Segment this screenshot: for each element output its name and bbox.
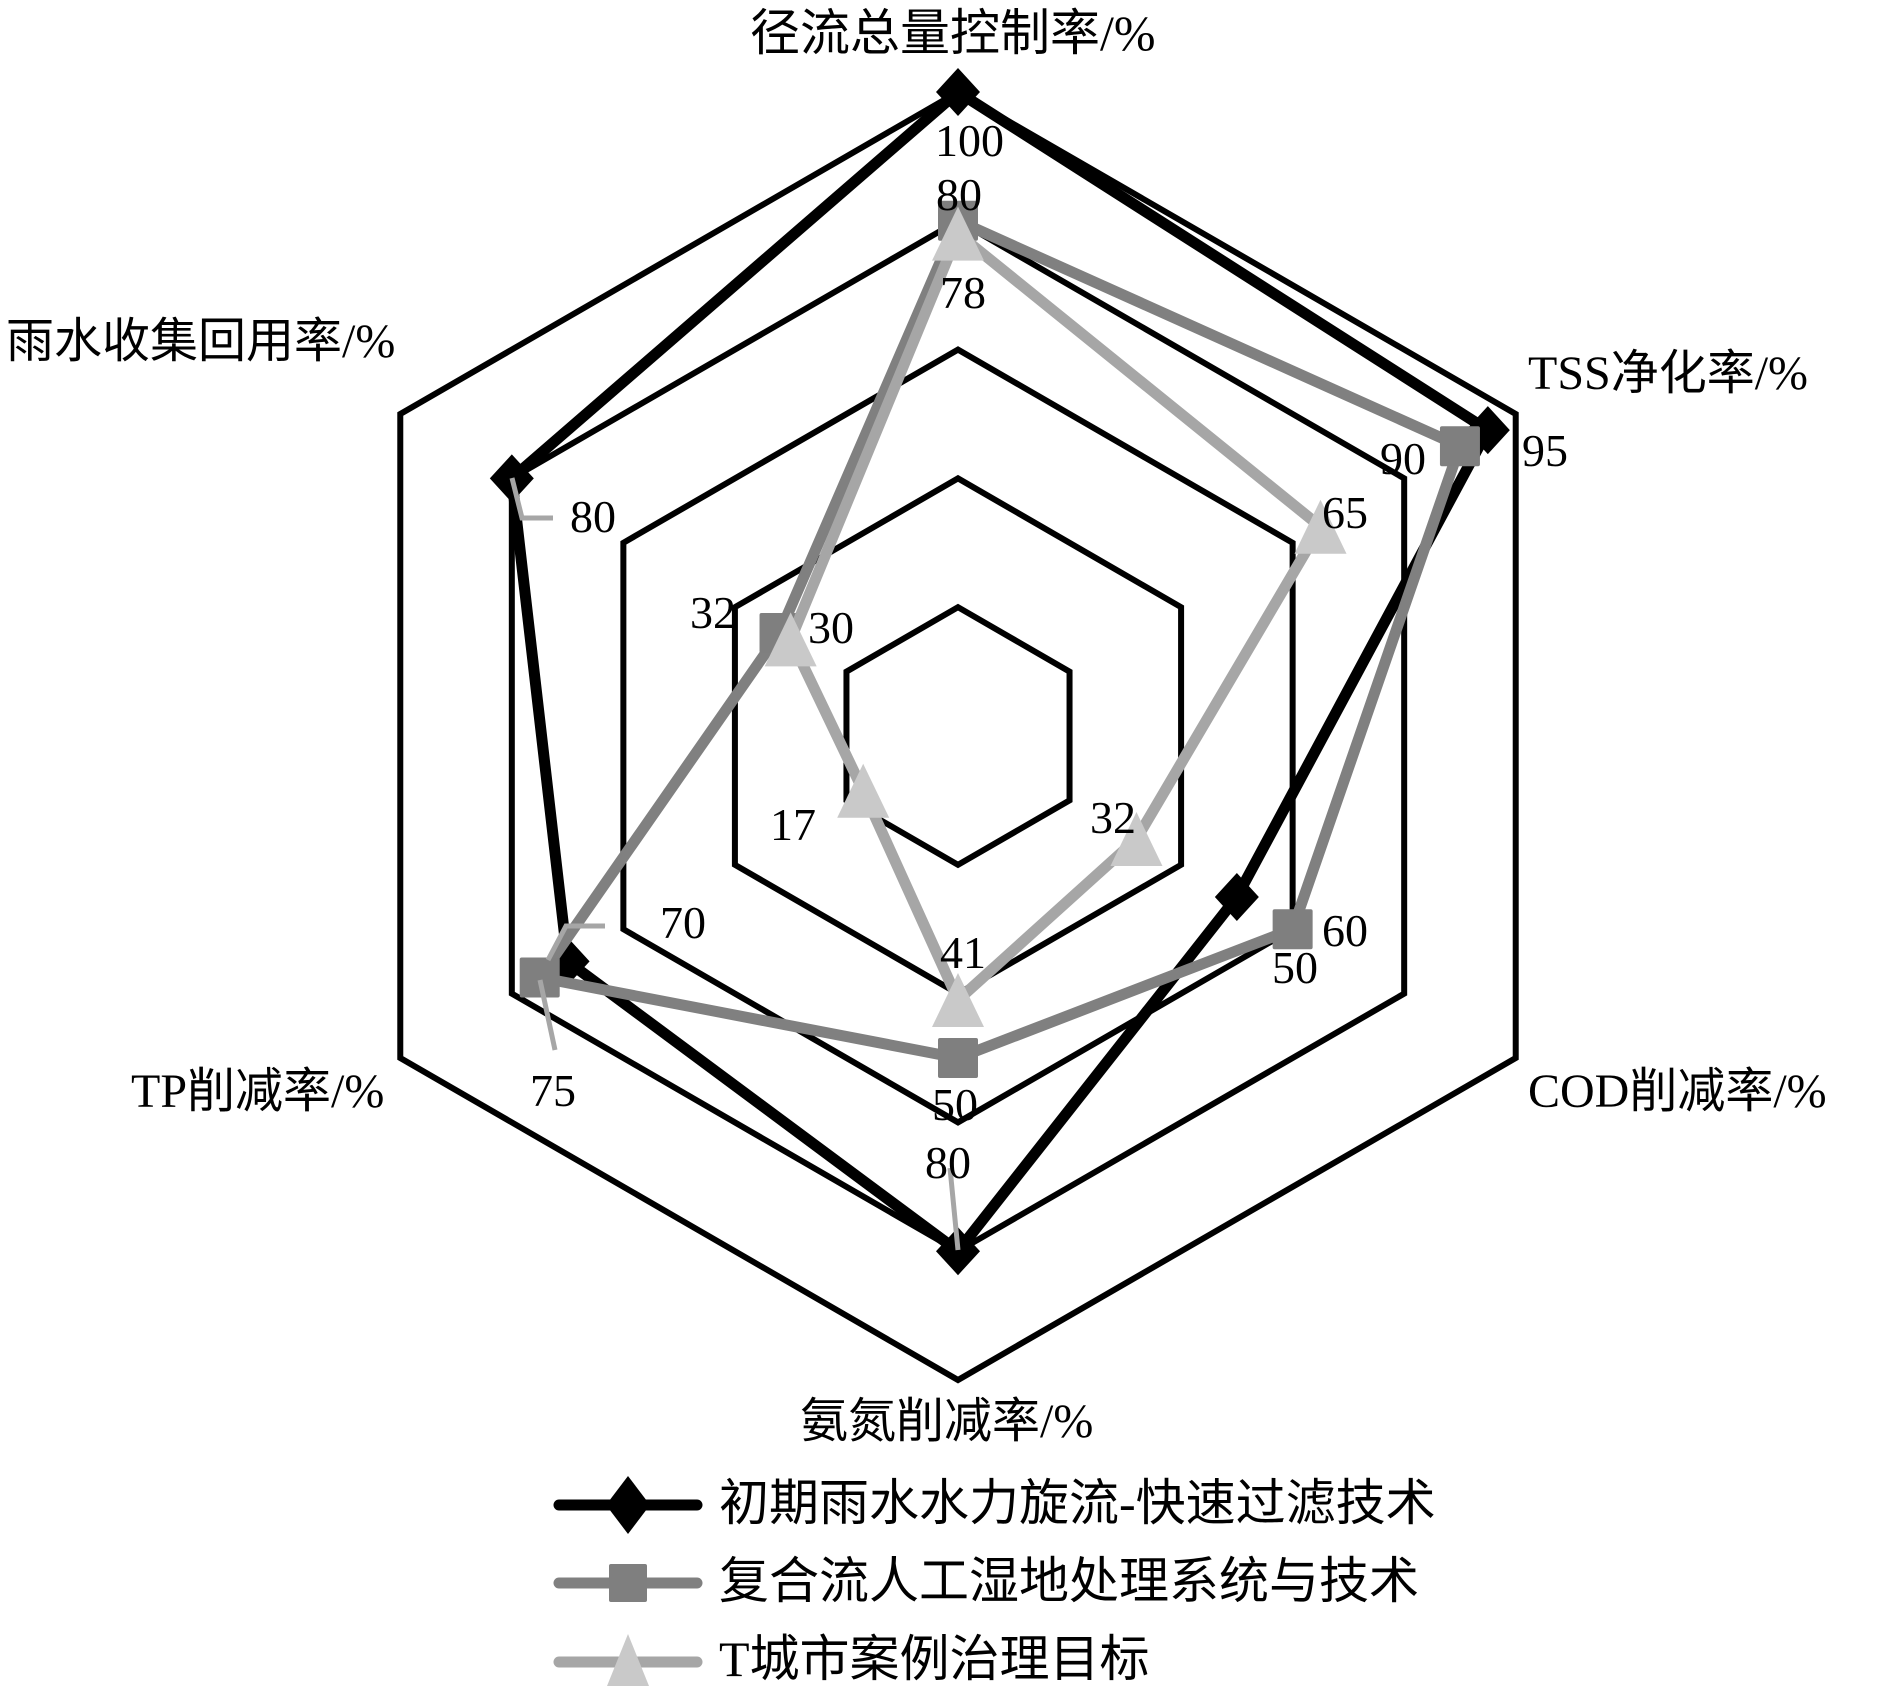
value-label-s1-tp: 75 [530,1065,576,1116]
grid-ring-20 [843,603,1073,869]
axis-label-ammonia: 氨氮削减率/% [800,1395,1094,1448]
value-label-s0-runoff: 100 [935,115,1004,166]
radar-series [489,68,1510,1276]
value-label-s0-tp: 70 [660,897,706,948]
square-marker-icon [938,1038,978,1078]
triangle-marker-icon [764,612,817,667]
value-label-s2-tss: 65 [1322,487,1368,538]
value-label-s2-ammonia: 41 [940,927,986,978]
label-leader-lines [509,477,961,1251]
triangle-marker-icon [932,206,984,261]
leader-line [537,979,558,1051]
value-label-s0-ammonia: 80 [925,1137,971,1188]
value-label-s0-tss: 95 [1522,425,1568,476]
axis-label-runoff-control: 径流总量控制率/% [750,5,1156,61]
legend-item-wetland: 复合流人工湿地处理系统与技术 [553,1548,1553,1620]
value-label-s2-runoff: 78 [940,267,986,318]
triangle-marker-icon [1110,812,1163,867]
value-label-s2-cod: 32 [1090,792,1136,843]
value-label-s1-ammonia: 50 [932,1079,978,1130]
leader-line [545,923,605,962]
square-marker-icon [553,1564,703,1602]
triangle-marker-icon [553,1634,703,1686]
legend-label: T城市案例治理目标 [719,1631,1150,1687]
diamond-marker-icon [553,1476,703,1534]
grid-ring-40 [731,474,1185,998]
value-label-s2-tp: 17 [770,799,816,850]
leader-line [947,1167,961,1251]
square-marker-icon [519,957,560,998]
axis-label-rain-reuse: 雨水收集回用率/% [6,315,396,368]
leader-line [509,477,553,521]
grid-ring-60 [620,346,1296,1126]
diamond-marker-icon [936,68,980,116]
value-label-s0-cod: 50 [1272,942,1318,993]
legend-label: 初期雨水水力旋流-快速过滤技术 [719,1475,1436,1531]
value-label-s0-rain: 80 [570,491,616,542]
triangle-marker-icon [932,973,984,1028]
axis-label-tss: TSS净化率/% [1528,347,1809,400]
triangle-marker-icon [1294,499,1347,554]
triangle-marker-icon [837,763,890,818]
legend-item-hydrocyclone: 初期雨水水力旋流-快速过滤技术 [553,1470,1553,1542]
grid-ring-100 [397,88,1519,1384]
diamond-marker-icon [936,1227,980,1276]
axis-label-tp: TP削减率/% [131,1065,385,1118]
value-label-s1-runoff: 80 [936,169,982,220]
value-label-s1-cod: 60 [1322,905,1368,956]
series-2 [764,206,1347,1028]
legend-item-tcity-target: T城市案例治理目标 [553,1626,1553,1698]
square-marker-icon [1272,909,1313,950]
legend-label: 复合流人工湿地处理系统与技术 [719,1553,1419,1609]
square-marker-icon [1439,426,1480,467]
value-label-s2-rain: 30 [808,602,854,653]
axis-label-cod: COD削减率/% [1528,1065,1827,1118]
value-label-s1-tss: 90 [1380,433,1426,484]
diamond-marker-icon [1214,873,1259,921]
series-0 [489,68,1510,1276]
value-label-s1-rain: 32 [690,587,736,638]
